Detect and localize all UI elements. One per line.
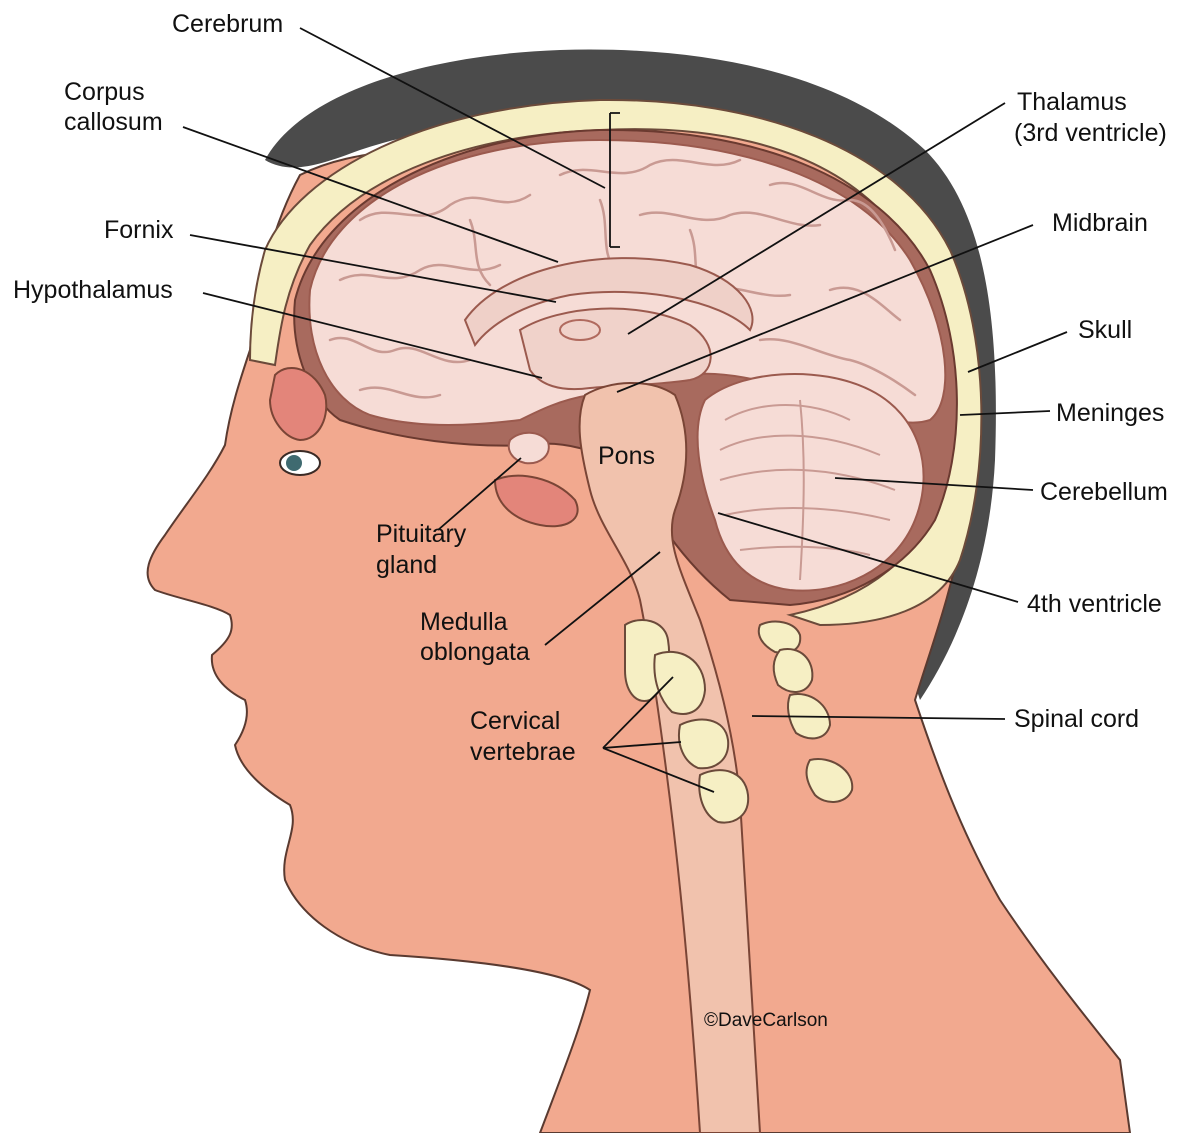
- leader-cerebellum: [834, 477, 1034, 491]
- leader-pituitary: [437, 457, 522, 531]
- leader-lines: [182, 27, 1068, 793]
- label-skull: Skull: [1078, 316, 1133, 344]
- bracket-cerebrum: [609, 112, 620, 248]
- leader-cervical-2: [602, 741, 682, 749]
- label-meninges: Meninges: [1056, 399, 1165, 427]
- third-ventricle-shape: [559, 319, 601, 341]
- label-pons: Pons: [598, 442, 655, 470]
- leader-hypothalamus: [202, 292, 543, 379]
- leader-4th-ventricle: [717, 512, 1019, 603]
- pituitary-shape: [507, 431, 550, 465]
- label-cervical-line1: Cervical: [470, 707, 561, 735]
- label-4th-ventricle: 4th ventricle: [1027, 590, 1162, 618]
- leader-medulla: [544, 551, 661, 646]
- leader-fornix: [189, 234, 557, 303]
- leader-corpus-callosum: [182, 126, 559, 263]
- label-medulla-line1: Medulla: [420, 608, 508, 636]
- brainstem-shape: [578, 382, 762, 1133]
- label-medulla-line2: oblongata: [420, 638, 530, 666]
- label-corpus-callosum-line2: callosum: [64, 108, 163, 136]
- leader-spinal-cord: [751, 715, 1006, 720]
- leader-meninges: [959, 410, 1051, 416]
- cervical-vertebrae-shapes: [624, 619, 854, 824]
- leader-skull: [967, 331, 1068, 373]
- label-thalamus-line2: (3rd ventricle): [1014, 119, 1167, 147]
- leader-thalamus: [627, 102, 1006, 335]
- leader-cerebrum: [299, 27, 606, 189]
- label-spinal-cord: Spinal cord: [1014, 705, 1140, 733]
- corpus-callosum-shape: [463, 257, 754, 348]
- label-fornix: Fornix: [104, 216, 174, 244]
- label-cerebrum: Cerebrum: [172, 10, 284, 38]
- label-cerebellum: Cerebellum: [1040, 478, 1168, 506]
- gyri-folds: [328, 158, 917, 399]
- leader-cervical-1: [602, 676, 674, 749]
- iris-shape: [286, 455, 302, 471]
- label-midbrain: Midbrain: [1052, 209, 1148, 237]
- label-corpus-callosum-line1: Corpus: [64, 78, 145, 106]
- orbit-shape: [268, 366, 328, 442]
- label-pituitary-line1: Pituitary: [376, 520, 467, 548]
- label-cervical-line2: vertebrae: [470, 738, 576, 766]
- thalamus-shape: [518, 307, 712, 391]
- sinus-shape: [493, 474, 579, 528]
- leader-cervical-3: [602, 747, 715, 793]
- cerebellum-folia: [719, 399, 896, 581]
- copyright-text: ©DaveCarlson: [704, 1010, 828, 1031]
- leader-midbrain: [616, 224, 1034, 393]
- label-pituitary-line2: gland: [376, 551, 438, 579]
- label-hypothalamus: Hypothalamus: [13, 276, 173, 304]
- label-thalamus-line1: Thalamus: [1017, 88, 1127, 116]
